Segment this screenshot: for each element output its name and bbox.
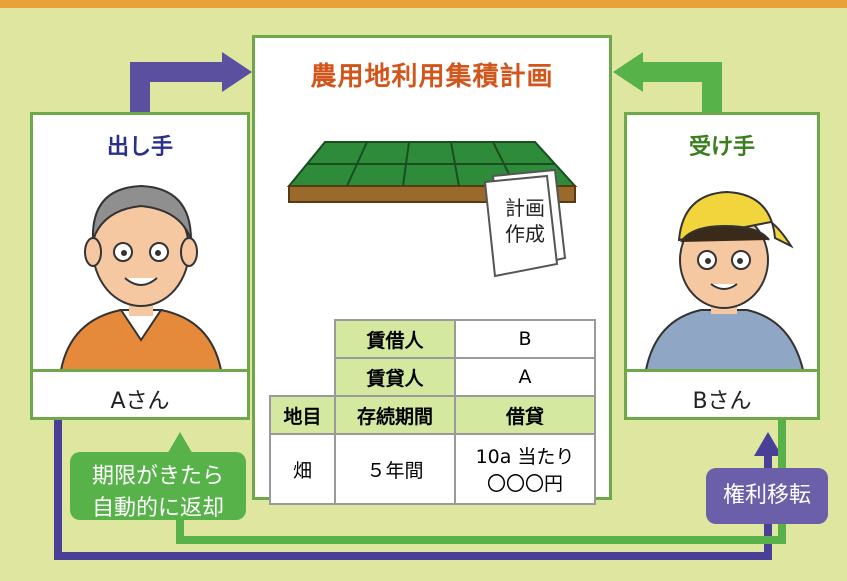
giver-panel: 出し手 Aさん [30, 112, 250, 420]
rent-line1: 10a 当たり [475, 446, 575, 468]
return-tag-line2: 自動的に返却 [91, 496, 224, 521]
giver-name: Aさん [110, 389, 170, 414]
lessor-value: A [454, 357, 596, 397]
plan-note-line1: 計画 [505, 196, 545, 220]
return-tag-line1: 期限がきたら [91, 464, 224, 489]
giver-to-plan-arrowhead [222, 52, 252, 92]
transfer-tag: 権利移転 [706, 468, 828, 524]
receiver-to-plan-arrow [640, 62, 722, 113]
receiver-panel: 受け手 Bさん [624, 112, 820, 420]
receiver-name: Bさん [692, 389, 752, 414]
col-period-header: 存続期間 [334, 395, 456, 435]
plan-title: 農用地利用集積計画 [310, 62, 554, 92]
receiver-role-label: 受け手 [688, 135, 755, 160]
col-land-header: 地目 [269, 395, 336, 435]
plan-note-line2: 作成 [505, 222, 545, 246]
young-man-illustration [644, 190, 805, 370]
lessor-label: 賃貸人 [334, 357, 456, 397]
rights-transfer-arrowhead [754, 432, 782, 456]
return-tag: 期限がきたら 自動的に返却 [70, 452, 246, 521]
receiver-to-plan-arrowhead [613, 52, 643, 92]
col-rent-header: 借貸 [454, 395, 596, 435]
top-decor-strip [0, 0, 847, 8]
land-value: 畑 [269, 433, 336, 505]
return-arrowhead [166, 432, 194, 456]
elderly-man-illustration [59, 184, 223, 370]
period-value: ５年間 [334, 433, 456, 505]
lessee-value: B [454, 319, 596, 359]
contract-table: 賃借人 B 賃貸人 A 地目 存続期間 借貸 畑 ５年間 10a 当たり 〇〇〇… [269, 319, 596, 505]
rent-value: 10a 当たり 〇〇〇円 [454, 433, 596, 505]
plan-document-icon: 計画 作成 [475, 168, 567, 278]
giver-to-plan-arrow [130, 62, 225, 113]
lessee-label: 賃借人 [334, 319, 456, 359]
giver-role-label: 出し手 [106, 135, 173, 160]
rent-line2: 〇〇〇円 [486, 473, 563, 495]
plan-panel: 農用地利用集積計画 計画 作成 賃借人 B 賃貸人 A 地目 存続期間 [252, 35, 612, 505]
